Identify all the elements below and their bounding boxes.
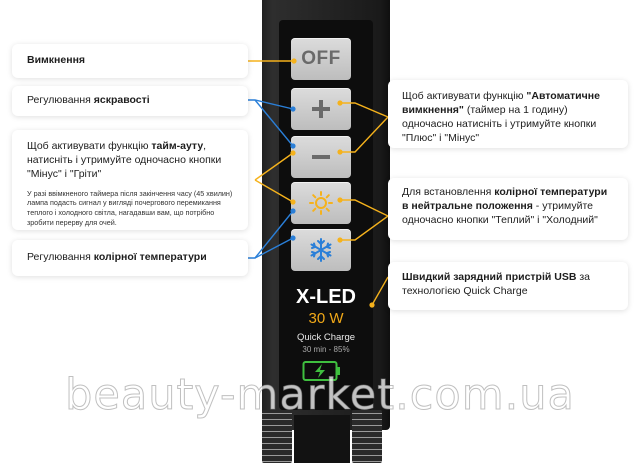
card-neutral-p1: Для встановлення <box>402 186 495 198</box>
card-timeout-note: У разі ввімкненого таймера після закінче… <box>27 188 233 227</box>
watermark: beauty-market.com.ua <box>65 370 575 421</box>
card-timeout-p2: , натисніть і утримуйте одночасно кнопки… <box>27 140 222 180</box>
cold-light-button[interactable] <box>291 229 351 271</box>
off-button[interactable]: OFF <box>291 38 351 80</box>
spring-left <box>262 410 292 463</box>
minus-button[interactable] <box>291 136 351 178</box>
minus-icon <box>312 155 330 159</box>
card-brightness: Регулювання яскравості <box>12 86 248 116</box>
card-color-temp: Регулювання колірної температури <box>12 240 248 276</box>
card-timeout-p1: Щоб активувати функцію <box>27 140 152 152</box>
card-usb: Швидкий зарядний пристрій USB за техноло… <box>388 262 628 310</box>
battery-charging-icon <box>302 360 342 387</box>
stand-neck <box>294 415 350 463</box>
card-neutral: Для встановлення колірної температури в … <box>388 178 628 240</box>
sun-icon <box>309 191 333 215</box>
brand-x: X <box>295 286 310 308</box>
card-off-label: Вимкнення <box>27 54 86 66</box>
card-timeout-bold: тайм-ауту <box>151 140 204 152</box>
card-color-temp-prefix: Регулювання <box>27 251 94 263</box>
card-brightness-prefix: Регулювання <box>27 94 94 106</box>
card-auto-off: Щоб активувати функцію "Автоматичне вимк… <box>388 80 628 148</box>
card-off: Вимкнення <box>12 44 248 78</box>
quick-charge-detail: 30 min - 85% <box>302 345 350 354</box>
card-neutral-p2: - утримуйте одночасно кнопки "Теплий" і … <box>402 199 598 226</box>
snowflake-icon <box>310 238 332 262</box>
quick-charge-title: Quick Charge <box>296 332 356 343</box>
card-color-temp-bold: колірної температури <box>93 251 207 263</box>
card-auto-off-p1: Щоб активувати функцію <box>402 90 527 102</box>
card-auto-off-p2: (таймер на 1 годину) одночасно натисніть… <box>402 103 597 144</box>
off-label: OFF <box>301 48 341 69</box>
card-brightness-bold: яскравості <box>93 94 150 106</box>
brand-logo: X-LED <box>279 286 373 309</box>
card-timeout: Щоб активувати функцію тайм-ауту, натисн… <box>12 130 248 230</box>
card-neutral-bold: колірної температури в нейтральне положе… <box>402 186 608 212</box>
plus-button[interactable] <box>291 88 351 130</box>
power-rating: 30 W <box>308 310 344 327</box>
card-usb-p2: за технологією Quick Charge <box>402 271 591 297</box>
card-auto-off-bold: "Автоматичне вимкнення" <box>402 90 600 116</box>
plus-icon <box>312 100 330 118</box>
spring-right <box>352 410 382 463</box>
card-usb-bold: Швидкий зарядний пристрій USB <box>402 271 577 283</box>
brand-led: -LED <box>309 286 356 308</box>
warm-light-button[interactable] <box>291 182 351 224</box>
